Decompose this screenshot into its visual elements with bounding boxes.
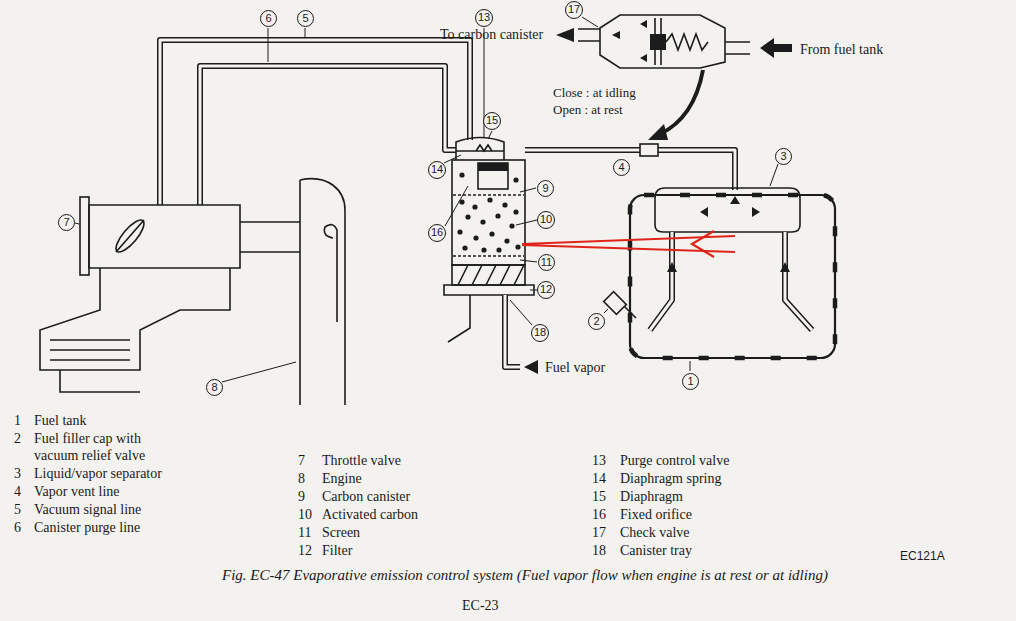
callout-number: 2 [593, 314, 599, 328]
legend-number: 3 [14, 465, 21, 482]
callout-circle: 18 [531, 324, 549, 342]
callout-circle: 11 [538, 254, 555, 271]
part-name: Screen [322, 524, 360, 541]
legend-number: 5 [14, 501, 21, 518]
part-name: Filter [322, 542, 352, 559]
legend-number: 8 [298, 470, 305, 487]
callout-circle: 15 [483, 112, 501, 130]
callout-number: 16 [431, 225, 443, 240]
flow-label: From fuel tank [800, 41, 883, 58]
part-name: Fuel filler cap with vacuum relief valve [34, 430, 174, 464]
callout-number: 12 [540, 282, 552, 297]
part-name: Check valve [620, 524, 690, 541]
callout-number: 7 [63, 215, 69, 229]
legend-number: 15 [592, 488, 606, 505]
callout-number: 4 [618, 160, 624, 174]
legend-number: 7 [298, 452, 305, 469]
callout-circle: 6 [260, 10, 277, 27]
legend-number: 13 [592, 452, 606, 469]
callout-circle: 16 [428, 224, 446, 242]
legend-number: 4 [14, 483, 21, 500]
legend-number: 9 [298, 488, 305, 505]
legend-number: 2 [14, 430, 21, 447]
figure-caption: Fig. EC-47 Evaporative emission control … [222, 567, 828, 584]
legend-number: 16 [592, 506, 606, 523]
callout-circle: 3 [775, 148, 792, 165]
part-name: Canister tray [620, 542, 692, 559]
callout-circle: 1 [682, 373, 699, 390]
callout-circle: 14 [428, 161, 446, 179]
callout-circle: 7 [58, 214, 75, 231]
part-name: Activated carbon [322, 506, 418, 523]
callout-circle: 8 [206, 379, 223, 396]
part-name: Throttle valve [322, 452, 401, 469]
callout-number: 14 [431, 162, 443, 177]
valve-state: Open : at rest [553, 101, 623, 118]
callout-number: 9 [542, 181, 548, 195]
part-name: Diaphragm spring [620, 470, 721, 487]
callout-number: 18 [534, 325, 546, 340]
page-number: EC-23 [462, 597, 499, 614]
callout-circle: 12 [537, 281, 555, 299]
callout-number: 17 [568, 2, 580, 17]
legend-number: 18 [592, 542, 606, 559]
valve-state: Close : at idling [553, 84, 636, 101]
callout-circle: 10 [537, 211, 555, 229]
part-name: Liquid/vapor separator [34, 465, 162, 482]
callout-circle: 13 [475, 9, 493, 27]
callout-number: 1 [687, 374, 693, 388]
callout-number: 5 [302, 11, 308, 25]
part-name: Fixed orifice [620, 506, 692, 523]
part-name: Engine [322, 470, 362, 487]
legend-number: 12 [298, 542, 312, 559]
legend-number: 1 [14, 412, 21, 429]
callout-circle: 9 [537, 180, 554, 197]
callout-number: 11 [541, 255, 552, 269]
callout-number: 15 [486, 113, 498, 128]
figure-code: EC121A [900, 548, 945, 565]
part-name: Fuel tank [34, 412, 87, 429]
legend-number: 6 [14, 519, 21, 536]
callout-circle: 4 [613, 159, 630, 176]
legend-number: 10 [298, 506, 312, 523]
flow-label: Fuel vapor [545, 359, 605, 376]
callout-number: 13 [478, 10, 490, 25]
legend-number: 14 [592, 470, 606, 487]
flow-label: To carbon canister [440, 26, 543, 43]
legend-number: 11 [298, 524, 311, 541]
part-name: Purge control valve [620, 452, 729, 469]
part-name: Canister purge line [34, 519, 140, 536]
callout-circle: 17 [565, 1, 583, 19]
legend-number: 17 [592, 524, 606, 541]
callout-number: 10 [540, 212, 552, 227]
part-name: Vacuum signal line [34, 501, 141, 518]
callout-circle: 5 [297, 10, 314, 27]
part-name: Vapor vent line [34, 483, 120, 500]
callout-number: 3 [780, 149, 786, 163]
part-name: Diaphragm [620, 488, 683, 505]
callout-circle: 2 [588, 313, 605, 330]
callout-number: 8 [211, 380, 217, 394]
part-name: Carbon canister [322, 488, 410, 505]
callout-number: 6 [265, 11, 271, 25]
